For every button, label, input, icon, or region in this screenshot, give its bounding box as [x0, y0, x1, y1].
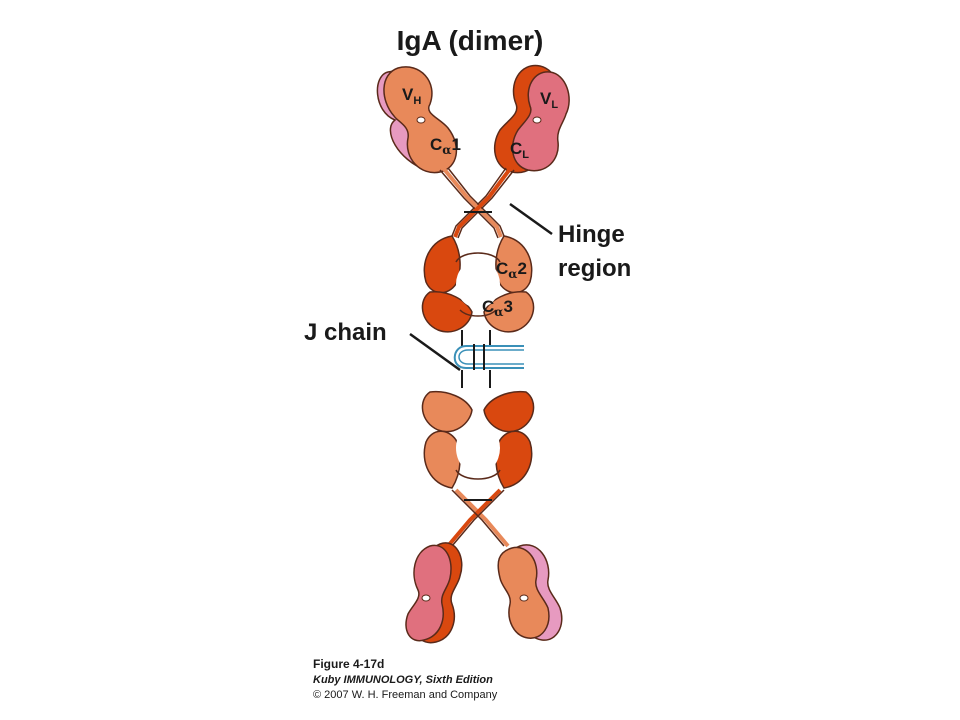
bottom-left-ca3-domain	[421, 390, 473, 433]
bottom-right-ca3-domain	[483, 390, 535, 433]
hinge-label-line2: region	[558, 255, 631, 282]
bottom-right-ca2-domain	[495, 430, 533, 489]
bottom-monomer	[405, 390, 563, 644]
top-right-fab-arm	[493, 64, 570, 174]
figure-copyright: © 2007 W. H. Freeman and Company	[313, 689, 498, 701]
figure-credit: Figure 4-17d Kuby IMMUNOLOGY, Sixth Edit…	[313, 657, 498, 701]
bottom-right-fab-arm	[497, 544, 563, 641]
top-fc-region	[421, 235, 535, 346]
bottom-left-light-chain	[405, 544, 452, 642]
label-ca3: Cα3	[482, 297, 513, 319]
bottom-right-heavy-chain-fab	[497, 546, 550, 639]
top-monomer	[376, 64, 570, 346]
label-vh: VH	[402, 85, 421, 107]
hinge-leader-line	[509, 202, 553, 236]
label-cl: CL	[510, 139, 529, 161]
top-right-ca3-domain	[483, 291, 535, 333]
label-vl: VL	[540, 89, 558, 111]
top-left-ca2-domain	[423, 235, 461, 294]
figure-book-title: Kuby IMMUNOLOGY, Sixth Edition	[313, 674, 493, 686]
j-chain-label: J chain	[304, 319, 387, 346]
bottom-left-ca2-domain	[423, 430, 461, 489]
label-ca2: Cα2	[496, 259, 527, 281]
domain-labels: VH Cα1 VL CL Cα2 Cα3	[402, 85, 558, 319]
top-hinge-region	[439, 167, 515, 239]
label-ca1: Cα1	[430, 135, 461, 157]
top-left-ca3-domain	[421, 291, 473, 333]
j-chain-leader-line	[409, 332, 461, 372]
bottom-fc-region	[421, 390, 535, 489]
j-chain	[453, 344, 524, 388]
hinge-callout: Hinge region	[509, 202, 631, 282]
bottom-left-fab-arm	[405, 542, 463, 644]
j-chain-callout: J chain	[304, 319, 461, 372]
diagram-title: IgA (dimer)	[397, 25, 544, 56]
figure-number: Figure 4-17d	[313, 657, 384, 671]
hinge-label-line1: Hinge	[558, 221, 625, 248]
bottom-hinge-region	[446, 488, 510, 548]
top-left-fab-arm	[376, 66, 458, 174]
